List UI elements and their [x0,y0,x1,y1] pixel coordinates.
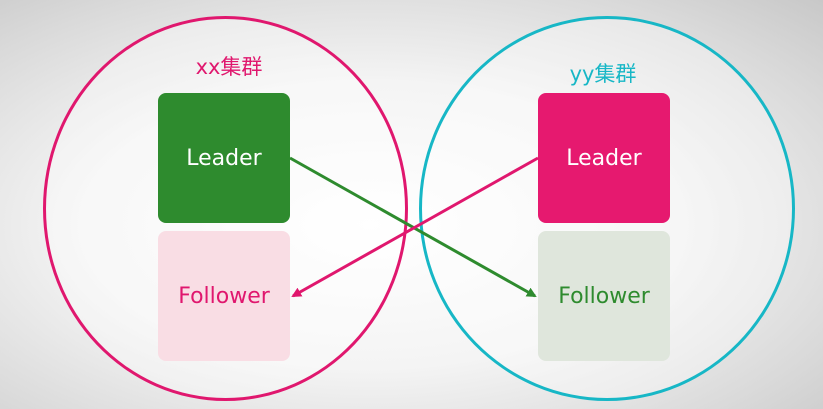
yy-leader-label: Leader [566,145,642,171]
xx-follower-node: Follower [158,231,290,361]
yy-follower-node: Follower [538,231,670,361]
yy-leader-node: Leader [538,93,670,223]
xx-leader-label: Leader [186,145,262,171]
xx-follower-label: Follower [178,283,270,309]
xx-leader-node: Leader [158,93,290,223]
yy-follower-label: Follower [558,283,650,309]
xx-cluster-title: xx集群 [195,55,263,79]
yy-cluster-title: yy集群 [569,62,637,86]
yy-leader-to-xx-follower-arrow [291,156,539,298]
